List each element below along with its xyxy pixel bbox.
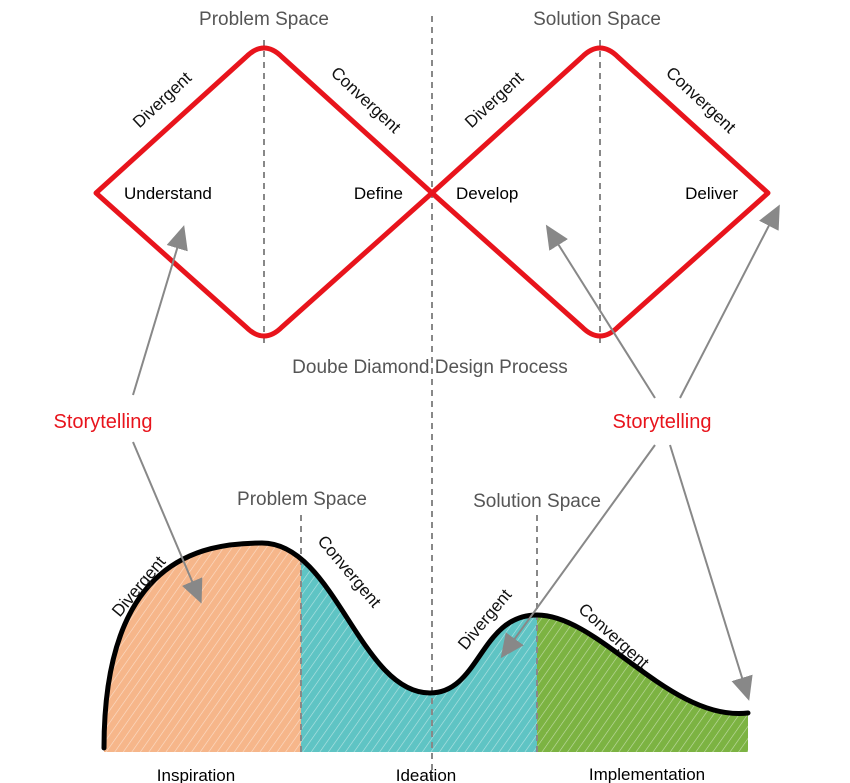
storytelling-arrows (132, 204, 780, 701)
arrow-to-understand (132, 225, 188, 396)
right-diamond (429, 45, 771, 339)
left-diamond-divergent-label: Divergent (129, 68, 195, 132)
curve-solution-space-label: Solution Space (473, 491, 601, 512)
arrow-to-inspiration (132, 441, 203, 604)
dashed-guides (263, 16, 601, 783)
phase-implementation-label: Implementation (589, 765, 705, 783)
double-diamond (93, 45, 771, 339)
left-diamond-convergent-label: Convergent (327, 63, 404, 137)
diamond-title: Doube Diamond Design Process (292, 357, 568, 378)
arrow-to-ideation (500, 444, 656, 659)
inspiration-fill (104, 543, 301, 752)
diamond-solution-space-label: Solution Space (533, 9, 661, 30)
ideation-fill (301, 559, 537, 752)
right-diamond-divergent-label: Divergent (461, 68, 527, 132)
right-diamond-convergent-label: Convergent (662, 63, 739, 137)
storytelling-left-label: Storytelling (54, 411, 153, 433)
storytelling-right-label: Storytelling (613, 411, 712, 433)
diamond-problem-space-label: Problem Space (199, 9, 329, 30)
phase-define-label: Define (354, 184, 403, 203)
curve-fill-group (104, 543, 748, 752)
curve-problem-space-label: Problem Space (237, 489, 367, 510)
arrow-to-implementation (669, 444, 753, 701)
phase-ideation-label: Ideation (396, 766, 457, 783)
phase-develop-label: Develop (456, 184, 518, 203)
phase-understand-label: Understand (124, 184, 212, 203)
implementation-fill (537, 615, 748, 752)
phase-deliver-label: Deliver (685, 184, 738, 203)
phase-inspiration-label: Inspiration (157, 766, 235, 783)
arrow-to-deliver (679, 204, 780, 399)
arrow-to-develop (545, 224, 656, 399)
